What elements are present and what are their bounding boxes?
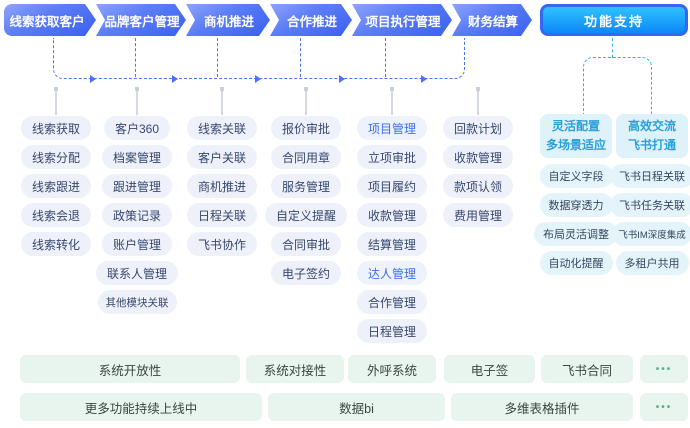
flow-step-opportunity[interactable]: 商机推进 — [186, 4, 270, 36]
feature-pill: 合同审批 — [270, 232, 341, 256]
feature-pill: 收款管理 — [356, 203, 427, 227]
feature-pill: 合同用章 — [270, 145, 341, 169]
feature-pill: 飞书协作 — [186, 232, 257, 256]
flow-arrow-icon — [90, 75, 96, 83]
bottom-bar-system-openness: 系统开放性 — [20, 355, 240, 383]
column-stub — [389, 87, 395, 115]
feature-pill: 线索获取 — [20, 116, 91, 140]
feature-column-cooperation: 报价审批 合同用章 服务管理 自定义提醒 合同审批 电子签约 — [246, 116, 366, 285]
feature-pill: 客户关联 — [186, 145, 257, 169]
feature-column-finance: 回款计划 收款管理 款项认领 费用管理 — [418, 116, 538, 227]
flow-connector-tree — [53, 38, 465, 79]
feature-pill: 档案管理 — [101, 145, 172, 169]
bottom-bar-esign: 电子签 — [444, 355, 535, 383]
feature-pill: 线索转化 — [20, 232, 91, 256]
feature-pill: 回款计划 — [442, 116, 513, 140]
feature-pill: 线索关联 — [186, 116, 257, 140]
flow-step-project-exec[interactable]: 项目执行管理 — [352, 4, 452, 36]
feature-pill: 账户管理 — [101, 232, 172, 256]
bottom-bar-base-plugin: 多维表格插件 — [451, 393, 633, 421]
support-pill: 自动化提醒 — [539, 251, 613, 275]
feature-pill: 线索跟进 — [20, 174, 91, 198]
feature-pill-highlight: 达人管理 — [356, 261, 427, 285]
feature-column-project: 项目管理 立项审批 项目履约 收款管理 结算管理 达人管理 合作管理 日程管理 — [332, 116, 452, 343]
feature-column-opportunity: 线索关联 客户关联 商机推进 日程关联 飞书协作 — [162, 116, 282, 256]
feature-column-customer: 客户360 档案管理 跟进管理 政策记录 账户管理 联系人管理 其他模块关联 — [77, 116, 197, 314]
feature-pill: 日程管理 — [356, 319, 427, 343]
bottom-bar-feishu-contract: 飞书合同 — [541, 355, 633, 383]
support-connector-line — [612, 38, 613, 58]
flow-step-label: 商机推进 — [203, 14, 254, 29]
flow-connector-line — [385, 38, 386, 77]
feature-pill: 报价审批 — [270, 116, 341, 140]
column-stub — [475, 87, 481, 115]
column-stub — [134, 87, 140, 115]
feature-pill: 客户360 — [103, 116, 171, 140]
feature-pill: 政策记录 — [101, 203, 172, 227]
support-column-config: 自定义字段 数据穿透力 布局灵活调整 自动化提醒 — [516, 164, 636, 275]
bottom-bar-outbound-call: 外呼系统 — [348, 355, 436, 383]
feature-pill: 费用管理 — [442, 203, 513, 227]
support-pill: 飞书任务关联 — [610, 193, 690, 217]
more-dots-icon: ••• — [640, 393, 688, 421]
support-group-header-config: 灵活配置 多场景适应 — [540, 114, 612, 158]
column-stub — [219, 87, 225, 115]
feature-pill: 电子签约 — [270, 261, 341, 285]
feature-pill: 商机推进 — [186, 174, 257, 198]
feature-pill: 跟进管理 — [101, 174, 172, 198]
support-pill: 飞书日程关联 — [610, 164, 690, 188]
feature-pill: 自定义提醒 — [264, 203, 347, 227]
feature-pill: 线索会退 — [20, 203, 91, 227]
flow-arrow-icon — [421, 75, 427, 83]
feature-pill: 联系人管理 — [95, 261, 178, 285]
flow-arrow-icon — [339, 75, 345, 83]
flow-connector-line — [300, 38, 301, 77]
flow-step-brand-customer[interactable]: 品牌客户管理 — [96, 4, 186, 36]
flow-step-cooperation[interactable]: 合作推进 — [270, 4, 352, 36]
column-stub — [303, 87, 309, 115]
flow-step-label: 财务结算 — [467, 14, 518, 29]
flow-step-label: 合作推进 — [286, 14, 337, 29]
support-header-line: 飞书打通 — [627, 138, 676, 152]
flow-step-finance[interactable]: 财务结算 — [452, 4, 532, 36]
flow-arrow-icon — [172, 75, 178, 83]
bottom-bar-system-connect: 系统对接性 — [246, 355, 344, 383]
support-pill: 布局灵活调整 — [534, 222, 618, 246]
support-button[interactable]: 功能支持 — [540, 4, 688, 36]
support-pill: 飞书IM深度集成 — [612, 222, 690, 246]
feature-column-leads: 线索获取 线索分配 线索跟进 线索会退 线索转化 — [0, 116, 116, 256]
feature-pill: 线索分配 — [20, 145, 91, 169]
support-header-line: 高效交流 — [627, 119, 676, 134]
more-dots-icon: ••• — [640, 355, 688, 383]
feature-pill: 结算管理 — [356, 232, 427, 256]
column-stub — [53, 87, 59, 115]
flow-step-label: 项目执行管理 — [365, 14, 441, 29]
support-button-label: 功能支持 — [543, 7, 685, 33]
flow-step-label: 品牌客户管理 — [104, 14, 180, 29]
support-connector-tree — [583, 57, 652, 114]
flow-step-lead-acquisition[interactable]: 线索获取客户 — [4, 4, 96, 36]
support-group-header-feishu: 高效交流 飞书打通 — [616, 114, 688, 158]
feature-pill: 其他模块关联 — [97, 290, 177, 314]
flow-arrow-icon — [255, 75, 261, 83]
bottom-bar-data-bi: 数据bi — [268, 393, 445, 421]
feature-pill: 合作管理 — [356, 290, 427, 314]
feature-pill: 收款管理 — [442, 145, 513, 169]
feature-pill: 立项审批 — [356, 145, 427, 169]
flow-step-label: 线索获取客户 — [9, 14, 85, 29]
feature-pill: 日程关联 — [186, 203, 257, 227]
feature-pill-highlight: 项目管理 — [356, 116, 427, 140]
support-header-line: 多场景适应 — [545, 138, 606, 152]
feature-pill: 服务管理 — [270, 174, 341, 198]
support-column-feishu: 飞书日程关联 飞书任务关联 飞书IM深度集成 多租户共用 — [592, 164, 690, 275]
bottom-bar-more-features: 更多功能持续上线中 — [20, 393, 262, 421]
feature-pill: 项目履约 — [356, 174, 427, 198]
flow-connector-line — [135, 38, 136, 77]
support-pill: 多租户共用 — [615, 251, 689, 275]
support-header-line: 灵活配置 — [551, 119, 600, 134]
support-pill: 数据穿透力 — [539, 193, 613, 217]
support-pill: 自定义字段 — [539, 164, 613, 188]
flow-connector-line — [217, 38, 218, 77]
feature-pill: 款项认领 — [442, 174, 513, 198]
